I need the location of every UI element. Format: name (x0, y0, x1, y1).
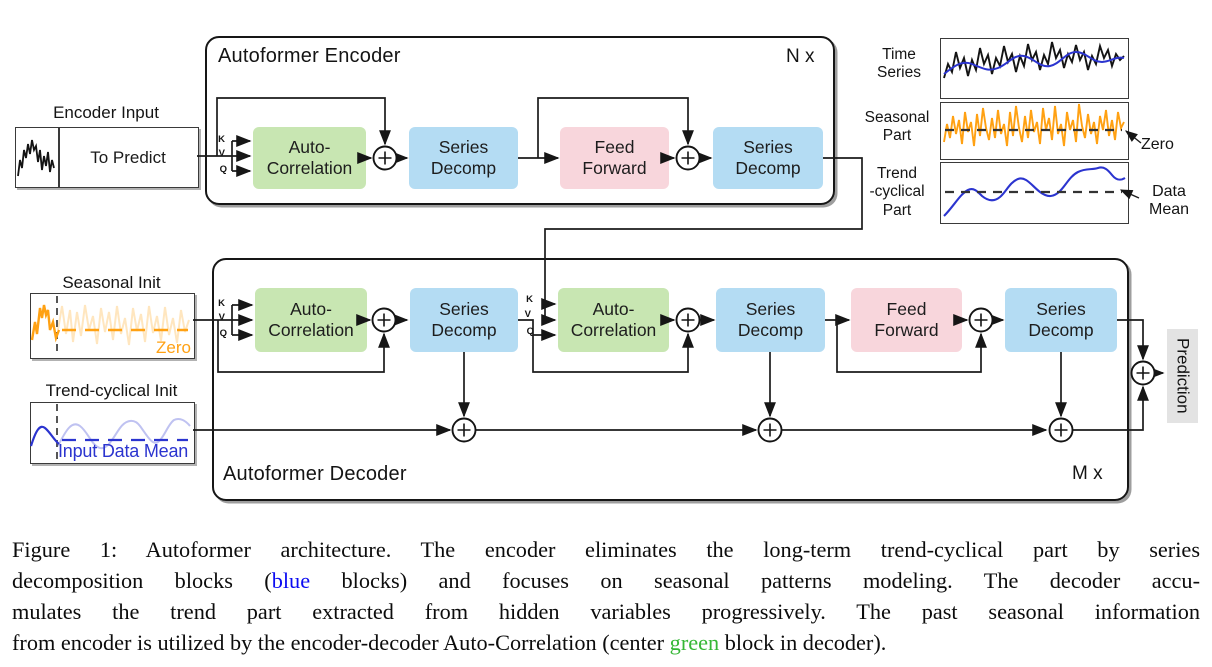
caption-colored-word: green (669, 630, 720, 655)
decoder-ac1-v-label: V (218, 312, 225, 323)
encoder-series-decomp-1-block: Series Decomp (409, 127, 518, 189)
caption-text: mulates the trend part extracted from hi… (12, 599, 1200, 624)
seasonal-init-box: Zero (30, 293, 195, 359)
decoder-series-decomp-2-block: Series Decomp (716, 288, 825, 352)
seasonal-part-plot (940, 102, 1129, 160)
decoder-auto-correlation-1-block: Auto- Correlation (255, 288, 367, 352)
trend-cyclical-plot (940, 162, 1129, 224)
input-box-divider (58, 128, 60, 187)
data-mean-annotation: Data Mean (1148, 183, 1190, 219)
encoder-input-label: Encoder Input (53, 103, 159, 122)
caption-text: Figure 1: Autoformer architecture. The e… (12, 537, 1200, 562)
trend-init-label: Trend-cyclical Init (45, 381, 178, 400)
caption-text: blocks) and focuses on seasonal patterns… (310, 568, 1200, 593)
decoder-ac1-k-label: K (218, 298, 225, 309)
figure-caption: Figure 1: Autoformer architecture. The e… (12, 534, 1200, 658)
seasonal-part-label: Seasonal Part (864, 109, 930, 145)
caption-line: decomposition blocks (blue blocks) and f… (12, 565, 1200, 596)
caption-text: from encoder is utilized by the encoder-… (12, 630, 670, 655)
decoder-feed-forward-block: Feed Forward (851, 288, 962, 352)
encoder-feed-forward-block: Feed Forward (560, 127, 669, 189)
decoder-auto-correlation-2-block: Auto- Correlation (558, 288, 669, 352)
caption-text: decomposition blocks ( (12, 568, 272, 593)
encoder-q-label: Q (219, 164, 227, 175)
caption-line: mulates the trend part extracted from hi… (12, 596, 1200, 627)
decoder-ac1-q-label: Q (219, 328, 227, 339)
decoder-title: Autoformer Decoder (223, 463, 407, 485)
decoder-ac2-v-label: V (524, 309, 531, 320)
sum-node (1130, 360, 1156, 386)
caption-line: from encoder is utilized by the encoder-… (12, 627, 1200, 658)
seasonal-init-zero-label: Zero (156, 338, 191, 357)
trend-cyclical-part-label: Trend -cyclical Part (869, 165, 925, 219)
to-predict-label: To Predict (90, 147, 166, 167)
trend-init-box: Input Data Mean (30, 402, 195, 464)
encoder-title: Autoformer Encoder (218, 45, 401, 67)
encoder-k-label: K (218, 134, 225, 145)
caption-text: block in decoder). (719, 630, 887, 655)
input-data-mean-label: Input Data Mean (58, 441, 189, 461)
encoder-auto-correlation-block: Auto- Correlation (253, 127, 366, 189)
caption-colored-word: blue (271, 568, 311, 593)
prediction-output-label: Prediction (1167, 329, 1198, 423)
autoformer-encoder-box (205, 36, 835, 205)
decoder-series-decomp-3-block: Series Decomp (1005, 288, 1117, 352)
encoder-v-label: V (218, 148, 225, 159)
decoder-repeat-count: M x (1072, 463, 1103, 484)
zero-annotation: Zero (1141, 136, 1174, 153)
decoder-series-decomp-1-block: Series Decomp (410, 288, 518, 352)
encoder-series-decomp-2-block: Series Decomp (713, 127, 823, 189)
caption-line: Figure 1: Autoformer architecture. The e… (12, 534, 1200, 565)
time-series-label: Time Series (877, 46, 921, 82)
encoder-repeat-count: N x (786, 46, 815, 67)
decoder-ac2-k-label: K (526, 294, 533, 305)
time-series-plot (940, 38, 1129, 99)
seasonal-init-label: Seasonal Init (62, 273, 161, 292)
encoder-input-box: To Predict (15, 127, 199, 188)
decoder-ac2-q-label: Q (526, 326, 534, 337)
